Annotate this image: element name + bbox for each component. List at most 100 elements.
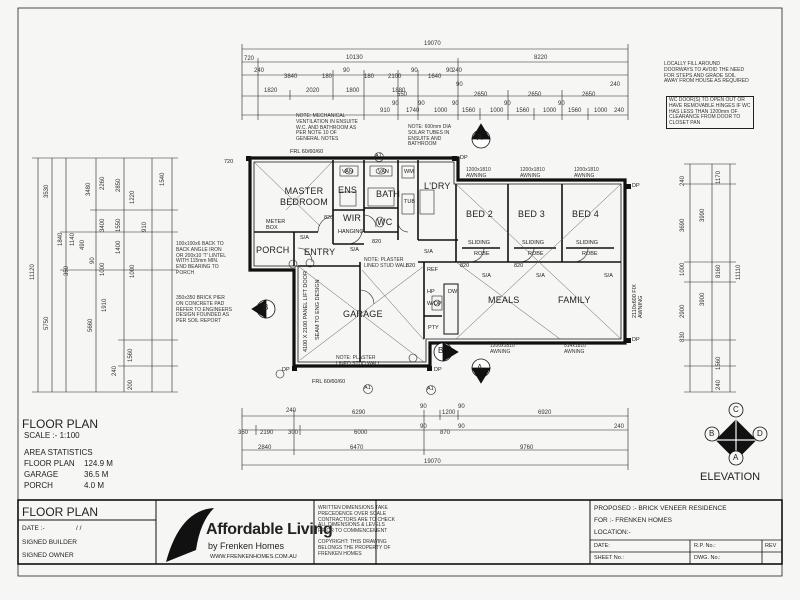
section-b-right: B (438, 346, 444, 355)
section-markers (251, 123, 491, 384)
room-wir: WIR (343, 213, 362, 223)
label-downpipe: DP (282, 367, 290, 373)
label-dw: DW (448, 289, 458, 295)
dim: 1140 (70, 233, 76, 246)
titleblock-date-slashes: / / (76, 525, 82, 532)
window-tag: 1200x1810 AWNING (490, 343, 515, 355)
dim: 1560 (516, 108, 530, 114)
room-bed-2: BED 2 (466, 209, 494, 219)
label-smoke-alarm: S/A (424, 249, 433, 255)
internal-walls (254, 160, 621, 362)
disclaimer-copyright: COPYRIGHT: THIS DRAWING BELONGS THE PROP… (318, 539, 391, 557)
elevation-label: ELEVATION (700, 471, 761, 483)
dim: 240 (610, 82, 621, 88)
dim: 90 (446, 68, 453, 74)
dim: 240 (680, 175, 686, 186)
label-downpipe: DP (434, 367, 442, 373)
titleblock-location: LOCATION:- (594, 529, 631, 536)
dim-top-10130: 10130 (346, 55, 363, 61)
dim: 6920 (538, 410, 552, 416)
dim: 1400 (116, 240, 122, 254)
a1-marker: A1 (427, 386, 434, 392)
dim: 5750 (44, 316, 50, 330)
titleblock-heading: FLOOR PLAN (22, 505, 99, 519)
label-robe: ROBE (528, 251, 544, 257)
dim: 240 (716, 379, 722, 390)
plan-title-text: FLOOR PLAN (22, 417, 99, 431)
dim: 870 (440, 430, 451, 436)
brand-logo-mark (166, 508, 214, 562)
label-door-size: 820 (406, 263, 416, 269)
dim: 490 (80, 239, 86, 250)
dim: 11110 (736, 264, 742, 280)
dim: 3840 (284, 74, 298, 80)
sheet-border (17, 7, 783, 577)
label-door-size: 820 (324, 215, 334, 221)
dim: 1000 (594, 108, 608, 114)
roof-hip-lines (253, 161, 622, 363)
window-tag: 1200x1810 AWNING (574, 167, 599, 179)
area-label: GARAGE (24, 470, 59, 479)
room-ens: ENS (338, 185, 358, 195)
dim-top-8220: 8220 (534, 55, 548, 61)
a1-marker: A1 (375, 153, 382, 159)
dim: 1000 (543, 108, 557, 114)
dim: 90 (458, 404, 465, 410)
external-walls (248, 156, 627, 368)
label-garage-door: 4100 X 2100 PANEL LIFT DOOR (303, 271, 309, 352)
dim: 1640 (428, 74, 442, 80)
label-smoke-alarm: S/A (604, 273, 613, 279)
downpipes (246, 156, 631, 371)
dim: 90 (456, 82, 463, 88)
label-ref: REF (427, 267, 438, 273)
room-garage: GARAGE (343, 309, 383, 319)
dim: 1000 (434, 108, 448, 114)
brand-url: WWW.FRENKENHOMES.COM.AU (210, 554, 297, 560)
bathroom-fixtures (339, 165, 443, 311)
dim: 1550 (116, 218, 122, 232)
dim: 8160 (716, 264, 722, 278)
dim: 1220 (130, 190, 136, 204)
dim-top-overall: 19070 (424, 41, 441, 47)
room-entry: ENTRY (304, 247, 336, 257)
area-value: 4.0 M (84, 481, 105, 490)
label-smoke-alarm: S/A (536, 273, 545, 279)
dim: 2840 (258, 445, 272, 451)
dim: 2650 (582, 92, 596, 98)
dim: 350 (64, 265, 70, 276)
dim: 1820 (264, 88, 278, 94)
a1-markers (275, 152, 436, 395)
dim: 910 (380, 108, 391, 114)
dim: 550 (397, 92, 408, 98)
room-wc: WC (377, 217, 393, 227)
dim: 1800 (346, 88, 360, 94)
titleblock-for: FOR :- FRENKEN HOMES (594, 517, 673, 524)
room-bath: BATH (376, 189, 401, 199)
label-wop: W/OP (427, 301, 442, 307)
dim: 1540 (160, 172, 166, 186)
note-solar-tubes: NOTE: 600mm DIA SOLAR TUBES IN ENSUITE A… (408, 124, 452, 148)
titleblock-date: DATE :- (22, 525, 45, 532)
dim: 830 (680, 331, 686, 342)
dim: 240 (614, 424, 625, 430)
dim: 90 (504, 101, 511, 107)
dim: 90 (411, 68, 418, 74)
label-sliding: SLIDING (576, 240, 599, 246)
dim: 1560 (128, 348, 134, 362)
elevation-compass (704, 402, 768, 466)
titleblock-signed-builder: SIGNED BUILDER (22, 539, 77, 546)
note-angle-iron: 100x100x6 BACK TO BACK ANGLE IRON OR 200… (176, 241, 226, 276)
dim: 240 (452, 68, 463, 74)
dim: 3900 (700, 292, 706, 306)
window-tag: 1200x1810 AWNING (520, 167, 545, 179)
dim: 9760 (520, 445, 534, 451)
note-locally-fill: LOCALLY FILL AROUND DOORWAYS TO AVOID TH… (664, 61, 749, 85)
room-family: FAMILY (558, 295, 591, 305)
label-wm: WM (404, 169, 414, 175)
note-brick-pier: 350x350 BRICK PIER ON CONCRETE PAD REFER… (176, 295, 232, 324)
label-door-size: 720 (224, 159, 234, 165)
label-hanging: HANGING (338, 229, 364, 235)
note-mechanical-ventilation: NOTE: MECHANICAL VENTILATION IN ENSUITE … (296, 113, 358, 142)
dim: 2260 (100, 176, 106, 190)
